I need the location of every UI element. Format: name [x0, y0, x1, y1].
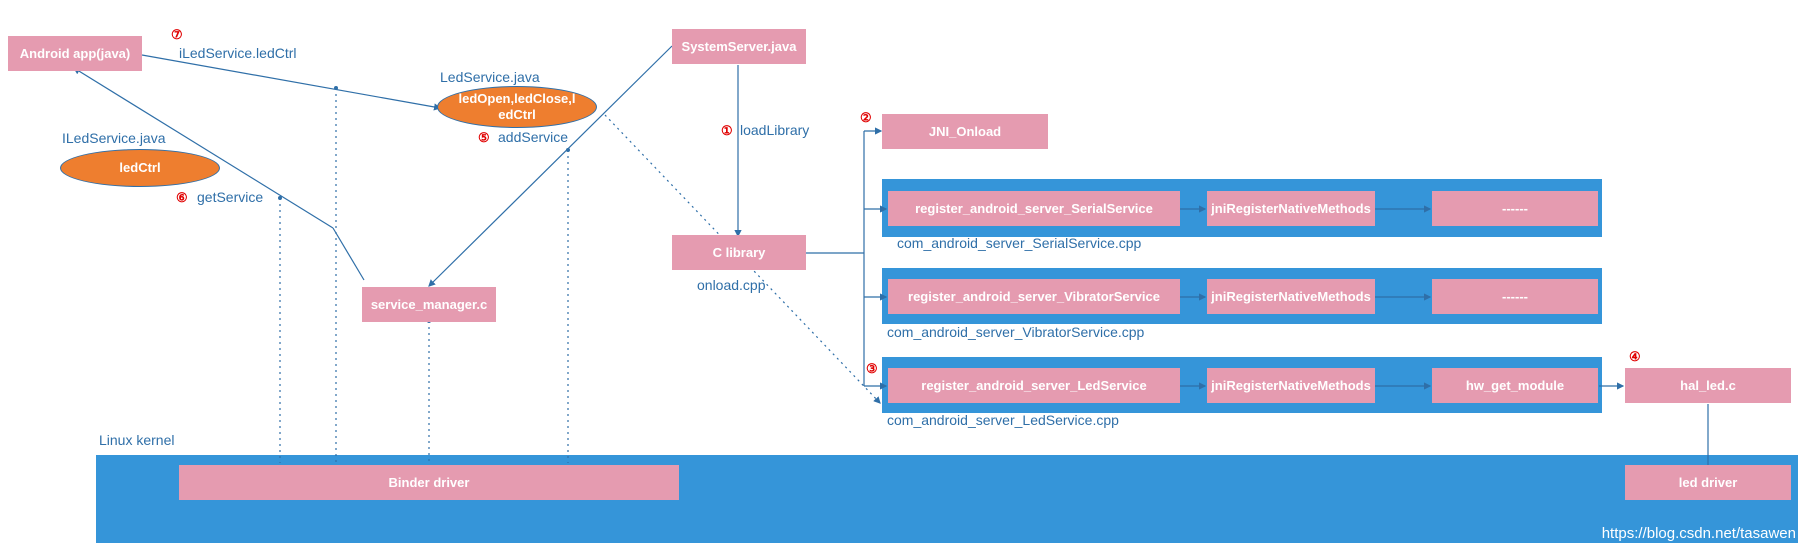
load-library-label: loadLibrary: [740, 122, 810, 138]
servicemanager-to-app-line-a: [332, 227, 365, 281]
hw-get-module-box: hw_get_module: [1432, 368, 1598, 403]
step-marker-3: ③: [866, 361, 878, 376]
iled-service-oval: ledCtrl: [60, 149, 220, 187]
systemserver-to-servicemanager-line: [428, 45, 673, 287]
linux-kernel-label: Linux kernel: [99, 432, 175, 448]
add-service-label: addService: [498, 129, 569, 145]
iled-ctrl-call-label: iLedService.ledCtrl: [179, 45, 297, 61]
step-marker-7: ⑦: [171, 27, 183, 42]
step-marker-5: ⑤: [478, 130, 490, 145]
jni-register-box-vibrator: jniRegisterNativeMethods: [1207, 279, 1375, 314]
reg-led-box: register_android_server_LedService: [888, 368, 1180, 403]
servicemanager-to-app-line-b: [72, 67, 334, 229]
app-to-ledservice-line: [141, 54, 442, 111]
jni-onload-box: JNI_Onload: [882, 114, 1048, 149]
led-service-oval: ledOpen,ledClose,ledCtrl: [437, 86, 597, 128]
jni-register-box-led: jniRegisterNativeMethods: [1207, 368, 1375, 403]
vibrator-cpp-label: com_android_server_VibratorService.cpp: [887, 324, 1145, 340]
service-manager-box: service_manager.c: [362, 287, 496, 322]
get-service-label: getService: [197, 189, 264, 205]
watermark-text: https://blog.csdn.net/tasawen: [1601, 525, 1796, 542]
ellipsis-box-serial: ------: [1432, 191, 1598, 226]
led-cpp-label: com_android_server_LedService.cpp: [887, 412, 1119, 428]
reg-vibrator-box: register_android_server_VibratorService: [888, 279, 1180, 314]
step-marker-2: ②: [860, 110, 872, 125]
hal-led-box: hal_led.c: [1625, 368, 1791, 403]
onload-cpp-label: onload.cpp: [697, 277, 766, 293]
binder-driver-box: Binder driver: [179, 465, 679, 500]
step-marker-1: ①: [721, 123, 733, 138]
step-marker-4: ④: [1629, 349, 1641, 364]
system-server-box: SystemServer.java: [672, 29, 806, 64]
led-driver-box: led driver: [1625, 465, 1791, 500]
ellipsis-box-vibrator: ------: [1432, 279, 1598, 314]
jni-register-box-serial: jniRegisterNativeMethods: [1207, 191, 1375, 226]
serial-cpp-label: com_android_server_SerialService.cpp: [897, 235, 1142, 251]
reg-serial-box: register_android_server_SerialService: [888, 191, 1180, 226]
android-app-box: Android app(java): [8, 36, 142, 71]
c-library-box: C library: [672, 235, 806, 270]
iled-service-java-label: ILedService.java: [62, 130, 166, 146]
step-marker-6: ⑥: [176, 190, 188, 205]
led-service-java-label: LedService.java: [440, 69, 540, 85]
